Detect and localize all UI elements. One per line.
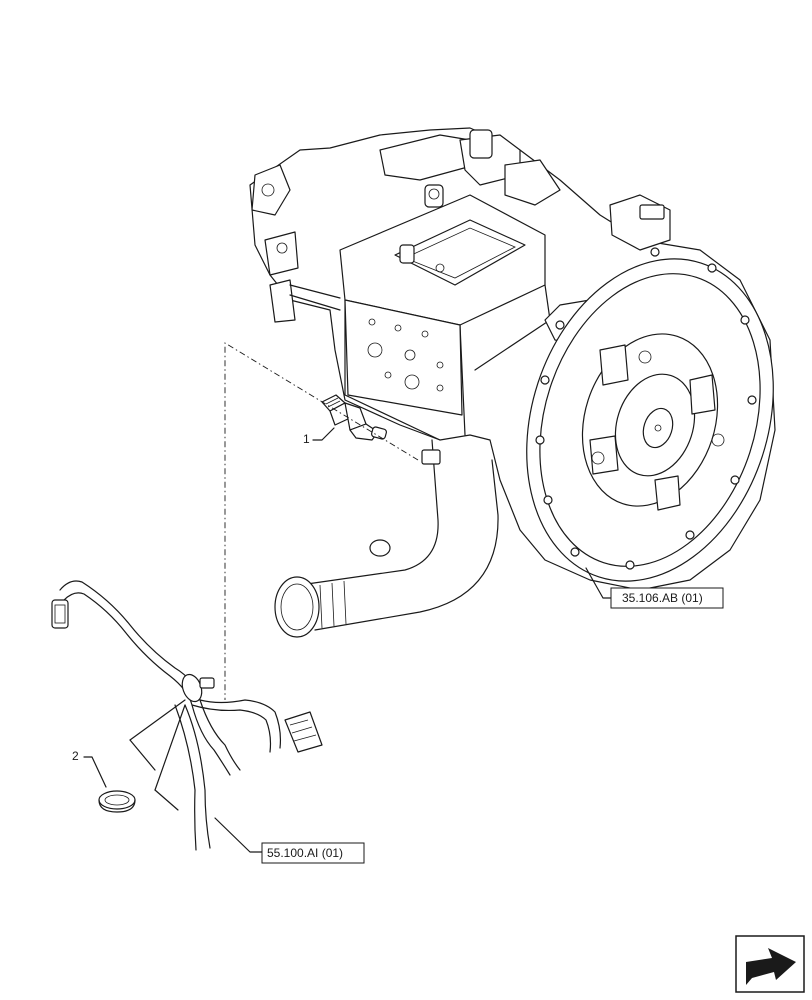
reference-label-harness[interactable]: 55.100.AI (01): [214, 817, 365, 864]
next-page-arrow-icon[interactable]: [735, 935, 805, 993]
reference-label-transmission[interactable]: 35.106.AB (01): [585, 567, 724, 609]
reference-text: 35.106.AB (01): [622, 591, 703, 605]
reference-text: 55.100.AI (01): [267, 846, 343, 860]
assembly-line: [224, 342, 419, 700]
callout-number: 1: [303, 432, 310, 446]
callout-number: 2: [72, 749, 79, 763]
callout-2: 2: [72, 749, 107, 788]
wiring-harness: [51, 580, 323, 851]
callout-1: 1: [303, 427, 335, 446]
temperature-sensor: [321, 394, 387, 441]
transmission-assembly: [249, 127, 776, 638]
harness-clamp: [98, 790, 136, 813]
